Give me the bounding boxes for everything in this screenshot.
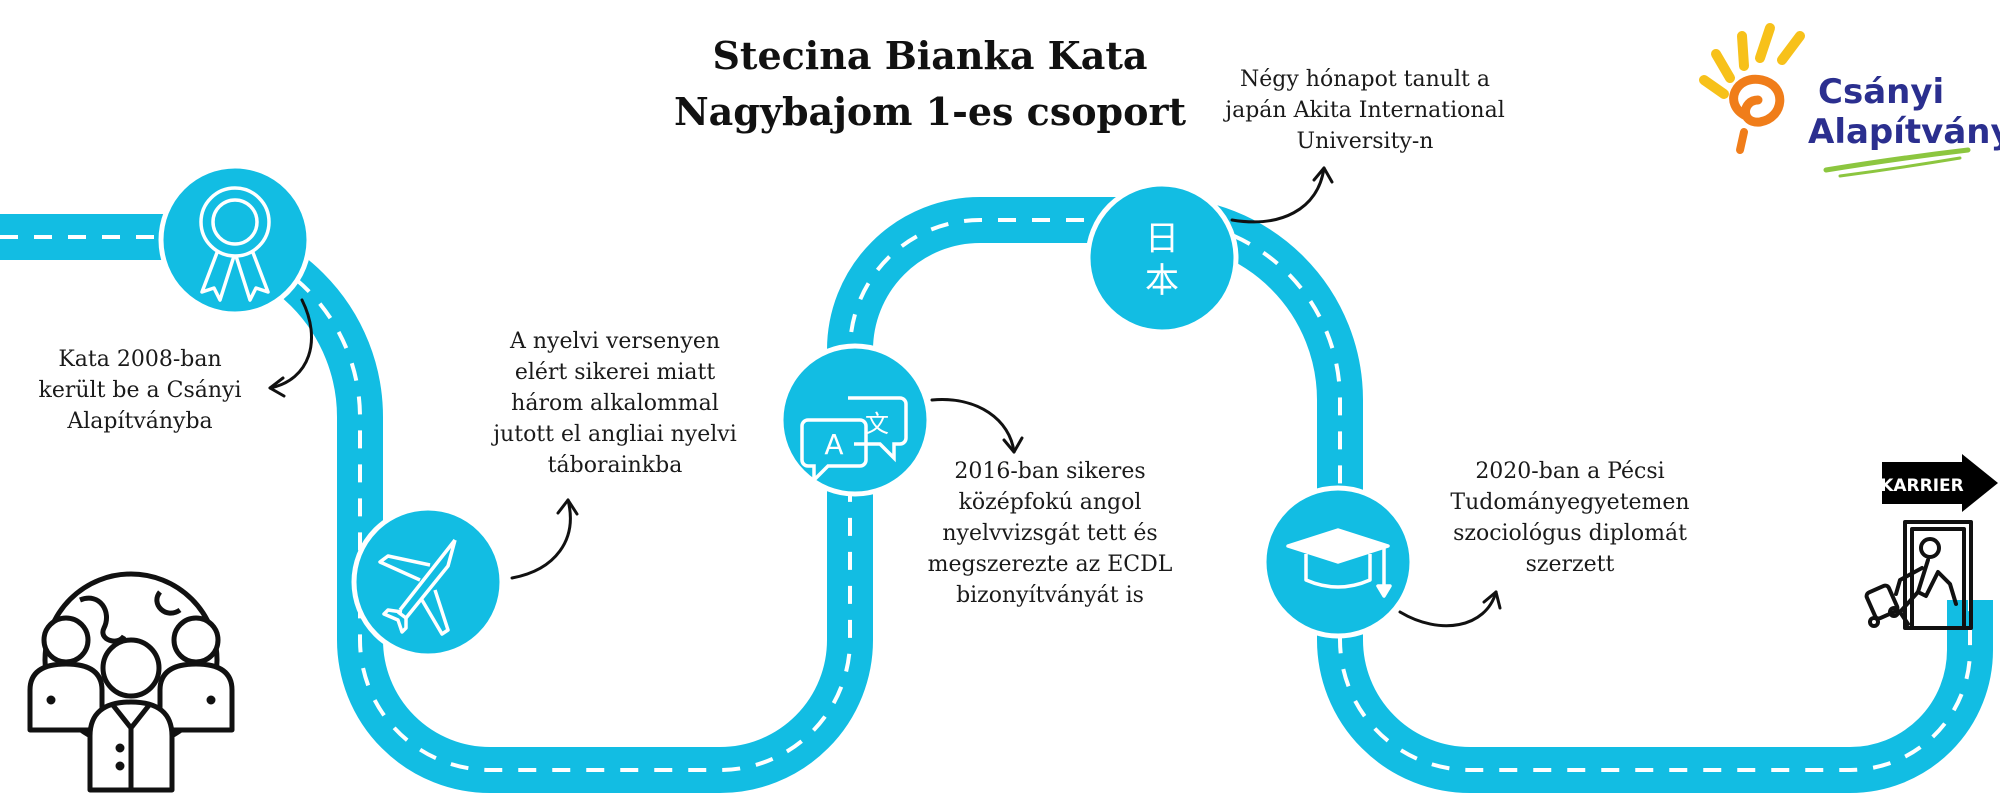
arrow-1: [268, 298, 313, 390]
arrow-3: [930, 398, 1016, 454]
milestone-5-line: Tudományegyetemen: [1450, 490, 1690, 515]
milestone-award-node: [158, 163, 312, 317]
milestone-4-line: Négy hónapot tanult a: [1240, 67, 1490, 92]
milestone-5-text: 2020-ban a Pécsi Tudományegyetemen szoci…: [1420, 456, 1720, 580]
exit-door-person-icon: [1864, 520, 1973, 630]
milestone-5-line: szerzett: [1525, 552, 1615, 577]
arrow-5: [1398, 590, 1498, 628]
career-label: KARRIER: [1880, 476, 1964, 496]
translate-bubble-left-glyph: A: [824, 428, 843, 461]
milestone-5-line: szociológus diplomát: [1453, 521, 1687, 546]
milestone-translate-node: A 文: [778, 343, 932, 497]
group-name: Nagybajom 1-es csoport: [673, 89, 1187, 134]
milestone-4-line: University-n: [1296, 129, 1434, 154]
language-translate-icon: A 文: [800, 396, 908, 485]
milestone-5-line: 2020-ban a Pécsi: [1475, 459, 1665, 484]
milestone-3-line: 2016-ban sikeres: [954, 459, 1146, 484]
milestone-japan-node: 日 本: [1085, 181, 1239, 335]
milestone-1-line: Alapítványba: [67, 409, 213, 434]
milestone-airplane-node: [351, 505, 505, 659]
milestone-3-line: nyelvvizsgát tett és: [942, 521, 1158, 546]
milestone-2-line: három alkalommal: [511, 391, 719, 416]
milestone-4-text: Négy hónapot tanult a japán Akita Intern…: [1215, 64, 1515, 157]
milestone-4-line: japán Akita International: [1225, 98, 1505, 123]
japanese-glyph-1: 日: [1145, 219, 1179, 259]
milestone-1-text: Kata 2008-ban került be a Csányi Alapítv…: [20, 344, 260, 437]
milestone-3-line: megszerezte az ECDL: [927, 552, 1173, 577]
logo-sun-icon: [1699, 23, 1971, 178]
global-team-icon: [27, 571, 235, 793]
road-center-dashes: [0, 218, 1972, 772]
student-name: Stecina Bianka Kata: [712, 33, 1148, 78]
milestone-3-line: középfokú angol: [958, 490, 1142, 515]
milestone-3-line: bizonyítványát is: [956, 583, 1144, 608]
arrow-4: [1230, 166, 1326, 224]
japanese-characters-icon: 日 本: [1145, 219, 1179, 301]
milestone-graduation-node: [1261, 485, 1415, 639]
graduation-cap-icon: [1286, 528, 1392, 598]
milestone-3-text: 2016-ban sikeres középfokú angol nyelvvi…: [915, 456, 1185, 611]
milestone-1-line: került be a Csányi: [38, 378, 242, 403]
milestone-2-line: jutott el angliai nyelvi: [493, 422, 737, 447]
milestone-2-line: elért sikerei miatt: [514, 360, 716, 385]
milestone-2-line: A nyelvi versenyen: [509, 329, 721, 354]
japanese-glyph-2: 本: [1145, 261, 1179, 301]
page-title: Stecina Bianka Kata Nagybajom 1-es csopo…: [650, 28, 1210, 140]
award-ribbon-icon: [199, 186, 271, 302]
airplane-icon: [378, 538, 457, 636]
milestone-1-line: Kata 2008-ban: [58, 347, 222, 372]
arrow-2: [510, 498, 572, 580]
translate-bubble-right-glyph: 文: [865, 410, 889, 438]
milestone-2-text: A nyelvi versenyen elért sikerei miatt h…: [480, 326, 750, 481]
connector-arrows: [268, 166, 1502, 628]
logo-line-2: Alapítvány: [1808, 112, 2000, 152]
milestone-2-line: táborainkba: [547, 453, 683, 478]
career-sign: KARRIER: [1880, 454, 1998, 512]
logo-line-1: Csányi: [1818, 72, 1945, 112]
